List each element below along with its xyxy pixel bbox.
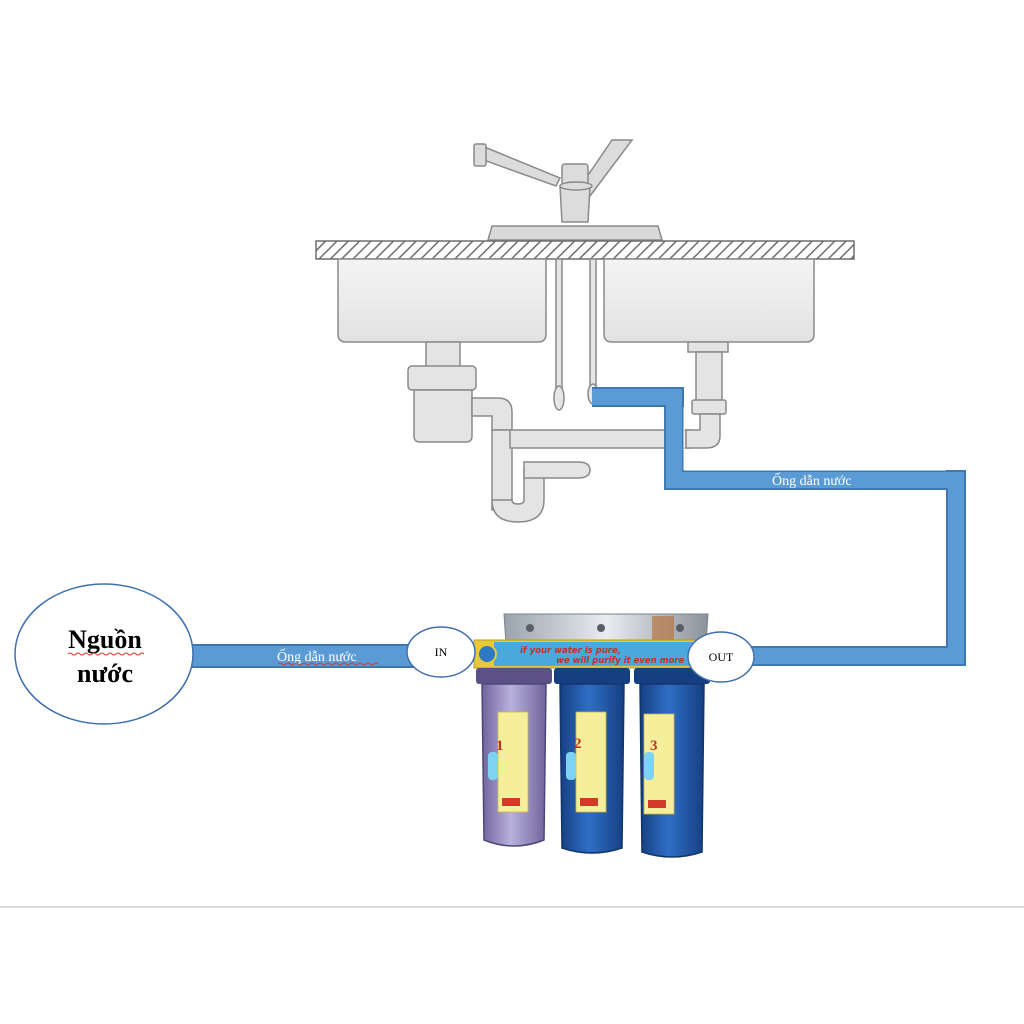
faucet-base	[487, 225, 663, 241]
water-source-node: Nguồn nước	[14, 583, 194, 725]
inlet-node: IN	[406, 626, 476, 678]
delivery-pipe-label: Ống dẫn nước	[772, 471, 852, 489]
faucet	[473, 139, 634, 223]
housing-1-number: 1	[496, 738, 504, 754]
faucet-hoses	[553, 258, 599, 411]
water-source-line1: Nguồn	[68, 625, 142, 654]
filter-housing-1: 1	[476, 668, 552, 847]
banner-slogan-line1: if your water is pure,	[520, 646, 621, 656]
delivery-pipe	[592, 387, 966, 666]
filter-housing-3: 3	[634, 668, 710, 858]
brand-logo	[477, 644, 497, 664]
outlet-label: OUT	[709, 650, 734, 664]
sink-basin-right	[603, 258, 815, 343]
sink-basin-left	[337, 258, 547, 343]
banner-slogan-line2: we will purify it even more	[556, 656, 684, 666]
filter-unit: if your water is pure, we will purify it…	[473, 613, 711, 858]
countertop	[315, 240, 855, 260]
housing-3-number: 3	[650, 738, 658, 754]
sink-assembly	[315, 139, 855, 523]
drain-left	[407, 341, 691, 523]
outlet-node: OUT	[687, 631, 755, 683]
filter-housing-2: 2	[554, 668, 630, 854]
housing-2-number: 2	[574, 736, 582, 752]
supply-pipe-label: Ống dẫn nước	[277, 647, 357, 665]
water-source-line2: nước	[77, 659, 133, 688]
inlet-label: IN	[435, 645, 448, 659]
drain-right	[685, 341, 729, 449]
bracket-screw-holes	[526, 624, 684, 632]
